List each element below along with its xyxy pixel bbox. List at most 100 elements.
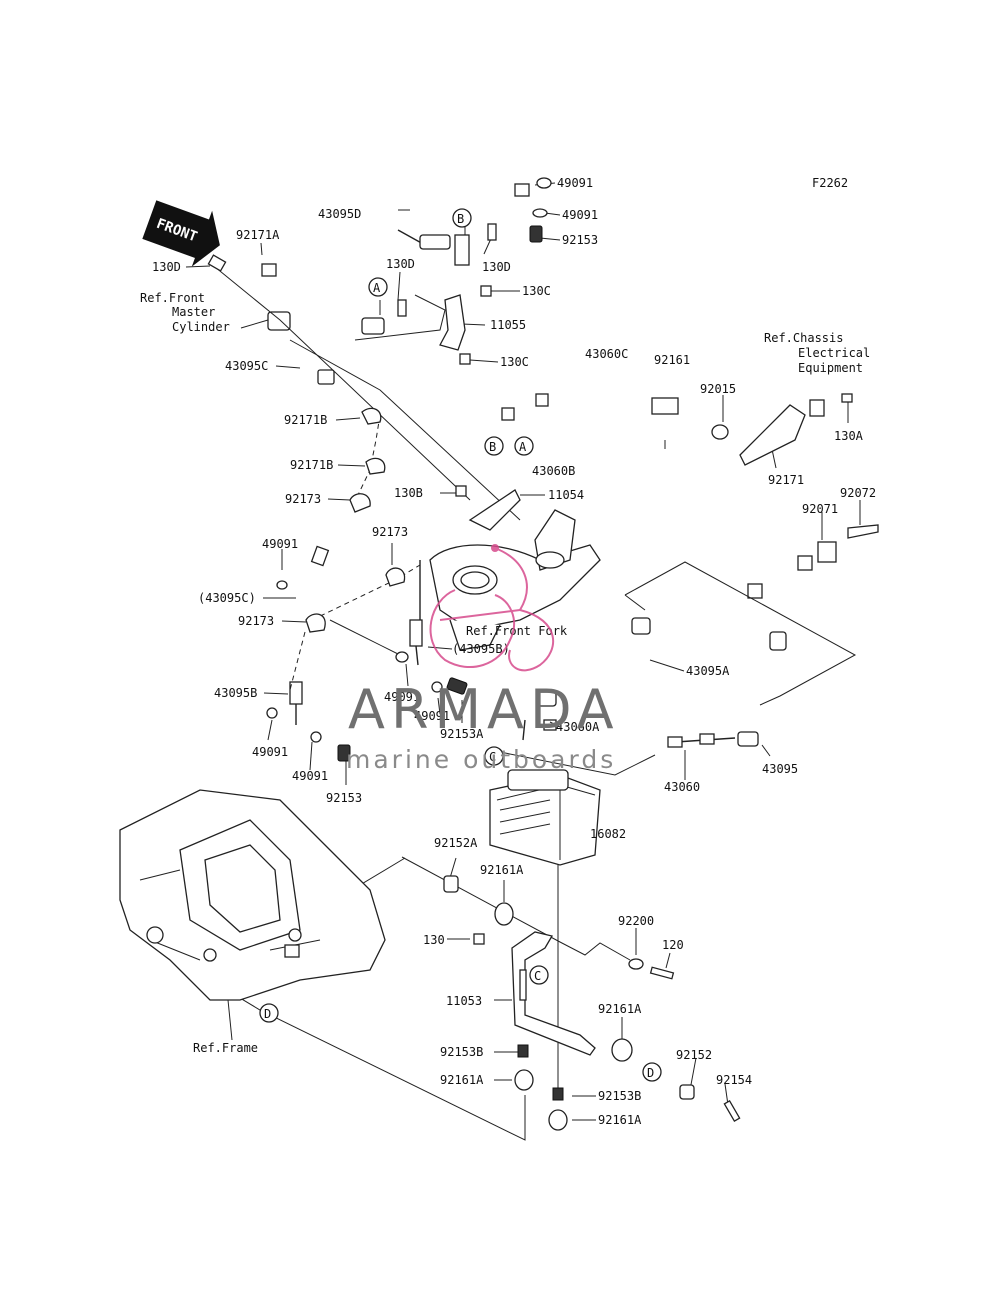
hose-43095[interactable] bbox=[737, 631, 794, 747]
ref-chassis-electrical-2: Electrical bbox=[798, 346, 870, 360]
svg-text:A: A bbox=[373, 281, 381, 295]
label-92153a: 92153A bbox=[440, 727, 484, 741]
label-49091: 49091 bbox=[562, 208, 598, 222]
label-92153b: 92153B bbox=[598, 1089, 641, 1103]
label-130d: 130D bbox=[482, 260, 511, 274]
label-92072: 92072 bbox=[840, 486, 876, 500]
bracket-11055 bbox=[439, 294, 466, 351]
label-130c: 130C bbox=[522, 284, 551, 298]
label-92154: 92154 bbox=[716, 1073, 752, 1087]
label-92173: 92173 bbox=[372, 525, 408, 539]
washer-49091-top bbox=[536, 177, 552, 189]
label-43095c: 43095C bbox=[225, 359, 268, 373]
clip-92171a bbox=[261, 263, 277, 277]
collar-92015 bbox=[711, 424, 729, 440]
grommet-92161 bbox=[651, 397, 679, 415]
label-130b: 130B bbox=[394, 486, 423, 500]
label-92153: 92153 bbox=[562, 233, 598, 247]
label-92171a: 92171A bbox=[236, 228, 280, 242]
ref-chassis-electrical-3: Equipment bbox=[798, 361, 863, 375]
label-130a: 130A bbox=[834, 429, 864, 443]
label-43095: 43095 bbox=[762, 762, 798, 776]
label-92152: 92152 bbox=[676, 1048, 712, 1062]
clamp-92173-b bbox=[385, 567, 406, 587]
label-49091: 49091 bbox=[414, 709, 450, 723]
label-92071: 92071 bbox=[802, 502, 838, 516]
front-fork-clamp bbox=[429, 509, 601, 651]
ref-front-master-cylinder-3: Cylinder bbox=[172, 320, 230, 334]
ref-front-master-cylinder-1: Ref.Front bbox=[140, 291, 205, 305]
label-130d: 130D bbox=[386, 257, 415, 271]
bracket-11054 bbox=[468, 489, 521, 531]
bracket-11053[interactable] bbox=[511, 931, 596, 1056]
label-92200: 92200 bbox=[618, 914, 654, 928]
svg-text:B: B bbox=[457, 212, 464, 226]
label-92161a: 92161A bbox=[598, 1002, 642, 1016]
hose-43095a[interactable] bbox=[522, 617, 657, 723]
label-92161a: 92161A bbox=[598, 1113, 642, 1127]
hose-43095c-lower[interactable] bbox=[297, 542, 330, 598]
ref-frame: Ref.Frame bbox=[193, 1041, 258, 1055]
bracket-92171 bbox=[739, 404, 806, 466]
callout-d-1: D bbox=[259, 1003, 279, 1023]
label-92161a: 92161A bbox=[480, 863, 524, 877]
bolt-130d-left bbox=[207, 254, 227, 272]
label-92173: 92173 bbox=[238, 614, 274, 628]
label-43060c: 43060C bbox=[585, 347, 628, 361]
washer-49091-mid bbox=[532, 208, 548, 218]
svg-text:B: B bbox=[489, 440, 496, 454]
label-11054: 11054 bbox=[548, 488, 584, 502]
part-labels: 49091 43095D 49091 92153 92171A 130D 130… bbox=[152, 176, 876, 1127]
callout-b-2: B bbox=[484, 436, 504, 456]
abs-unit-16082[interactable] bbox=[489, 769, 601, 866]
hose-43095d[interactable] bbox=[395, 183, 530, 250]
figure-code: F2262 bbox=[812, 176, 848, 190]
pipe-43060[interactable] bbox=[667, 733, 736, 748]
bolt-130c-a bbox=[480, 285, 492, 297]
bolt-130c-b bbox=[459, 353, 471, 365]
label-120: 120 bbox=[662, 938, 684, 952]
svg-text:C: C bbox=[489, 750, 496, 764]
watermark-tagline: marine outboards bbox=[346, 745, 616, 774]
front-arrow-icon: FRONT bbox=[142, 200, 220, 267]
svg-text:D: D bbox=[264, 1007, 271, 1021]
label-92153b: 92153B bbox=[440, 1045, 483, 1059]
label-49091: 49091 bbox=[252, 745, 288, 759]
frame-section bbox=[119, 789, 386, 1001]
label-92171: 92171 bbox=[768, 473, 804, 487]
ref-front-master-cylinder-2: Master bbox=[172, 305, 215, 319]
strip-92072 bbox=[847, 524, 879, 539]
callout-d-2: D bbox=[642, 1062, 662, 1082]
callout-a-1: A bbox=[368, 277, 388, 297]
hose-43095c[interactable] bbox=[267, 267, 385, 385]
bolt-92153-top bbox=[529, 225, 543, 243]
label-43095c-paren: (43095C) bbox=[198, 591, 256, 605]
pipe-43060c[interactable] bbox=[535, 388, 813, 571]
sensor-connector bbox=[809, 399, 825, 417]
armada-logo bbox=[429, 544, 555, 672]
label-92153: 92153 bbox=[326, 791, 362, 805]
label-43095b: 43095B bbox=[214, 686, 257, 700]
callout-a-2: A bbox=[514, 436, 534, 456]
clamp-92173-c bbox=[305, 613, 326, 633]
label-92161: 92161 bbox=[654, 353, 690, 367]
label-92171b: 92171B bbox=[284, 413, 327, 427]
label-11053: 11053 bbox=[446, 994, 482, 1008]
label-49091: 49091 bbox=[384, 690, 420, 704]
callout-b-1: B bbox=[452, 208, 472, 228]
label-130c: 130C bbox=[500, 355, 529, 369]
label-49091: 49091 bbox=[557, 176, 593, 190]
label-92015: 92015 bbox=[700, 382, 736, 396]
pad-92071 bbox=[817, 541, 837, 563]
callout-c-2: C bbox=[529, 965, 549, 985]
pipe-43060b[interactable] bbox=[501, 407, 763, 599]
small-parts bbox=[207, 177, 879, 762]
label-92152a: 92152A bbox=[434, 836, 478, 850]
clip-92171b-b bbox=[365, 457, 386, 475]
label-43095b-paren: (43095B) bbox=[452, 642, 510, 656]
label-43060: 43060 bbox=[664, 780, 700, 794]
joint-b bbox=[454, 234, 470, 266]
hose-43095b[interactable] bbox=[289, 560, 423, 725]
label-43060a: 43060A bbox=[556, 720, 600, 734]
